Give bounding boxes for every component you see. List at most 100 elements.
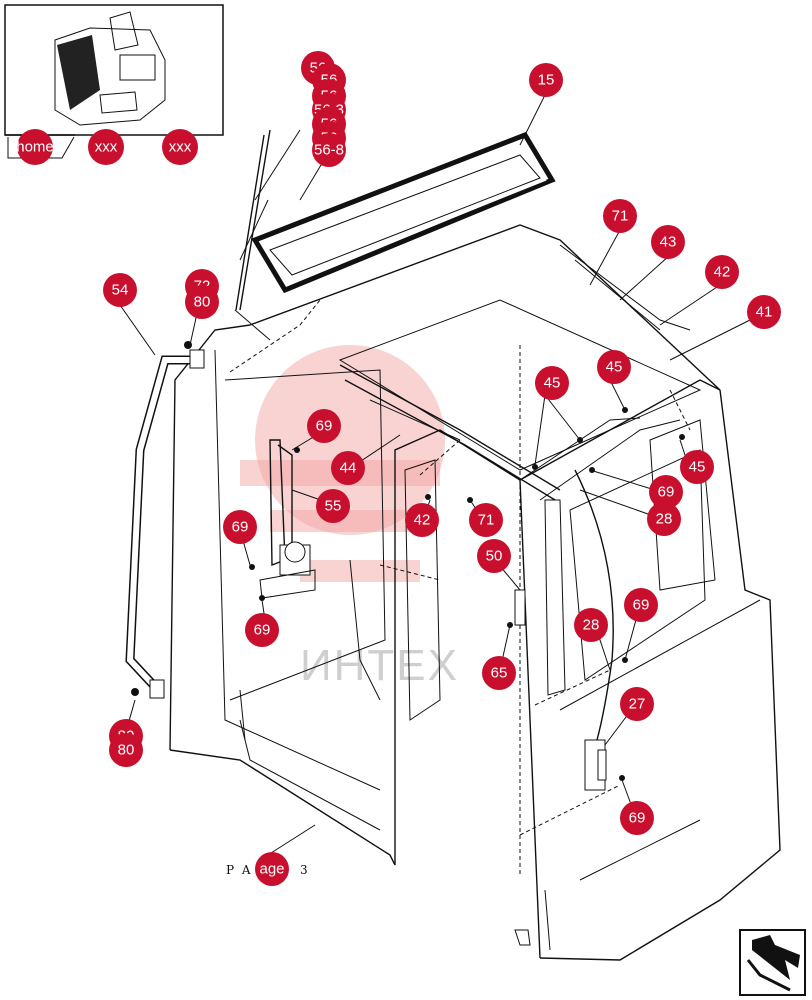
callout-c45a[interactable]: 45 — [535, 366, 569, 400]
callout-label: 41 — [756, 304, 773, 321]
callout-circle — [535, 366, 569, 400]
callout-circle — [603, 199, 637, 233]
callout-label: 43 — [660, 234, 677, 251]
callout-c44[interactable]: 44 — [331, 451, 365, 485]
callout-label: 45 — [606, 359, 623, 376]
callout-circle — [624, 588, 658, 622]
cab-body — [169, 224, 781, 961]
callout-label: 56-8 — [314, 142, 344, 159]
callout-c71a[interactable]: 71 — [603, 199, 637, 233]
callout-label: 45 — [544, 375, 561, 392]
callout-circle — [649, 475, 683, 509]
callout-c65[interactable]: 65 — [482, 656, 516, 690]
page-label-suffix: 3 — [300, 863, 310, 877]
callout-circle — [680, 450, 714, 484]
callout-c69f[interactable]: 69 — [620, 801, 654, 835]
callout-c50[interactable]: 50 — [477, 539, 511, 573]
home-button[interactable]: home — [16, 129, 54, 165]
callout-circle — [574, 608, 608, 642]
nav-button-1[interactable]: xxx — [88, 129, 124, 165]
callout-circle — [647, 502, 681, 536]
callout-circle — [597, 350, 631, 384]
callout-c42a[interactable]: 42 — [705, 255, 739, 289]
callout-label: 69 — [232, 519, 249, 536]
callout-c80a[interactable]: 80 — [185, 285, 219, 319]
nav-button-2[interactable]: xxx — [162, 129, 198, 165]
callout-c28a[interactable]: 28 — [647, 502, 681, 536]
callout-c55[interactable]: 55 — [316, 489, 350, 523]
callout-circle — [245, 613, 279, 647]
page-label: P A 3 — [226, 863, 310, 877]
callout-label: 69 — [629, 810, 646, 827]
callout-c69c[interactable]: 69 — [245, 613, 279, 647]
door-hinge — [574, 469, 614, 791]
callout-circle — [331, 451, 365, 485]
callout-circle — [477, 539, 511, 573]
callout-c71b[interactable]: 71 — [469, 503, 503, 537]
callout-c69b[interactable]: 69 — [223, 510, 257, 544]
callout-circle — [482, 656, 516, 690]
nav-button-1-label: xxx — [95, 139, 118, 156]
callout-circle — [316, 489, 350, 523]
callout-circle — [312, 133, 346, 167]
next-page-arrow-icon[interactable] — [739, 929, 806, 996]
callout-label: 15 — [538, 72, 555, 89]
callout-c54[interactable]: 54 — [103, 273, 137, 307]
callout-circle — [405, 503, 439, 537]
callout-circle — [620, 687, 654, 721]
callout-c45c[interactable]: 45 — [680, 450, 714, 484]
roof-rail — [339, 244, 691, 501]
handrail — [125, 349, 205, 699]
wiper-arm — [234, 129, 301, 341]
callout-label: 50 — [486, 548, 503, 565]
callout-circle — [103, 273, 137, 307]
callout-label: 55 — [325, 498, 342, 515]
callout-circle — [185, 285, 219, 319]
callout-circle — [223, 510, 257, 544]
nav-button-2-label: xxx — [169, 139, 192, 156]
callout-c15[interactable]: 15 — [529, 63, 563, 97]
callout-circle — [109, 733, 143, 767]
wiper-assembly — [259, 439, 316, 599]
callout-label: 80 — [118, 742, 135, 759]
page-label-prefix: P A — [226, 863, 253, 877]
callout-label: 69 — [658, 484, 675, 501]
callout-c80c[interactable]: 80 — [109, 733, 143, 767]
callout-label: 71 — [478, 512, 495, 529]
callout-circle — [620, 801, 654, 835]
callout-label: 69 — [316, 418, 333, 435]
inset-thumbnail[interactable] — [4, 4, 224, 159]
callout-c28b[interactable]: 28 — [574, 608, 608, 642]
watermark-text: ИНТЕХ — [300, 641, 459, 690]
callout-c43[interactable]: 43 — [651, 225, 685, 259]
callout-c69e[interactable]: 69 — [624, 588, 658, 622]
callout-c42b[interactable]: 42 — [405, 503, 439, 537]
callout-label: 45 — [689, 459, 706, 476]
callout-c41[interactable]: 41 — [747, 295, 781, 329]
callout-circle — [747, 295, 781, 329]
callout-label: 69 — [254, 622, 271, 639]
door-rod — [514, 345, 526, 875]
callout-label: 44 — [340, 460, 357, 477]
roof-window-seal — [251, 131, 556, 294]
callout-label: 27 — [629, 696, 646, 713]
callout-label: 28 — [583, 617, 600, 634]
callout-c69d[interactable]: 69 — [649, 475, 683, 509]
watermark-logo: ИНТЕХ — [240, 345, 459, 690]
home-button-label: home — [16, 139, 54, 156]
part-callouts: 1556565656-3565656-871434241547280454545… — [103, 51, 781, 835]
fasteners — [131, 341, 685, 781]
callout-c69a[interactable]: 69 — [307, 409, 341, 443]
callout-circle — [529, 63, 563, 97]
callout-label: 28 — [656, 511, 673, 528]
callout-c27[interactable]: 27 — [620, 687, 654, 721]
page-callout[interactable]: age — [255, 852, 289, 886]
callout-label: 42 — [414, 512, 431, 529]
callout-label: 65 — [491, 665, 508, 682]
callout-c56g[interactable]: 56-8 — [312, 133, 346, 167]
callout-c45b[interactable]: 45 — [597, 350, 631, 384]
callout-circle — [651, 225, 685, 259]
callout-circle — [307, 409, 341, 443]
callout-label: 80 — [194, 294, 211, 311]
